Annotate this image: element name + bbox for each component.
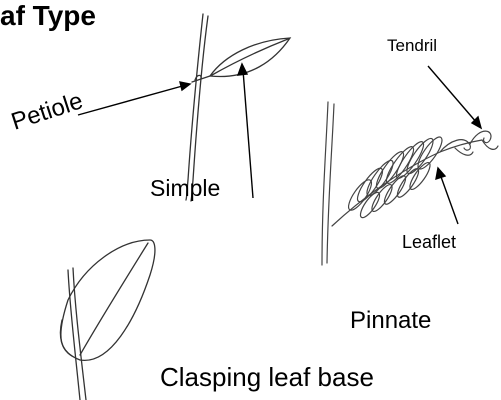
tendril-arrow (428, 66, 477, 123)
label-leaflet: Leaflet (402, 232, 456, 253)
leaflet-arrow (440, 174, 458, 224)
simple-arrow (243, 70, 253, 198)
label-tendril: Tendril (387, 36, 437, 56)
simple-arrowhead (238, 64, 247, 75)
pinnate-stem-edge (327, 104, 334, 263)
pinnate-rachis (332, 140, 482, 226)
label-pinnate: Pinnate (350, 307, 431, 335)
annotation-arrows (78, 64, 481, 224)
petiole-arrow (78, 85, 186, 115)
simple-leaf-drawing (186, 14, 290, 201)
simple-stem (186, 14, 203, 200)
simple-leaf-blade (210, 38, 290, 77)
label-clasping-leaf-base: Clasping leaf base (160, 362, 374, 393)
clasping-leaf-midrib (80, 243, 148, 355)
clasping-leaf-drawing (60, 240, 154, 400)
label-simple: Simple (150, 175, 220, 202)
petiole-arrowhead (180, 82, 190, 90)
simple-leaf-midrib (212, 39, 288, 75)
leaflet-arrowhead (436, 168, 445, 179)
